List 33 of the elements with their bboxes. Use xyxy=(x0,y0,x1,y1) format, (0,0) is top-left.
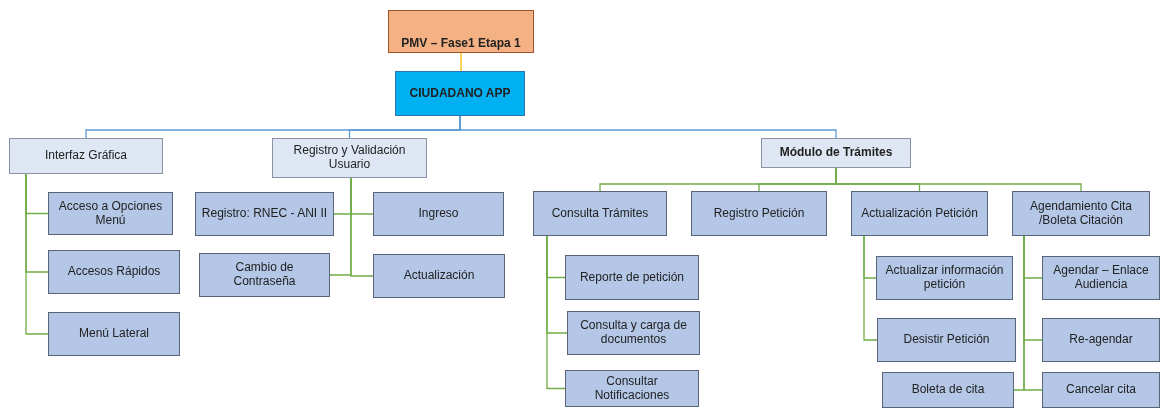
function-box: Cancelar cita xyxy=(1042,372,1160,408)
function-box: Accesos Rápidos xyxy=(48,250,180,294)
function-box: Reporte de petición xyxy=(565,255,699,300)
function-box: Menú Lateral xyxy=(48,312,180,356)
function-box: Registro: RNEC - ANI II xyxy=(195,192,334,236)
module-box: Registro y Validación Usuario xyxy=(272,138,427,178)
module-box: Módulo de Trámites xyxy=(761,138,911,168)
function-box: Actualización xyxy=(373,254,505,298)
module-box: Interfaz Gráfica xyxy=(9,138,163,174)
connector-line xyxy=(460,52,462,72)
function-box: Desistir Petición xyxy=(877,318,1016,362)
function-box: Acceso a Opciones Menú xyxy=(48,192,173,235)
function-box: Agendamiento Cita /Boleta Citación xyxy=(1012,191,1150,236)
connector-line xyxy=(459,115,837,139)
function-box: Consulta y carga de documentos xyxy=(567,311,700,355)
function-box: Registro Petición xyxy=(691,191,827,236)
function-box: Consultar Notificaciones xyxy=(565,370,699,407)
function-box: Re-agendar xyxy=(1042,318,1160,362)
root-box: CIUDADANO APP xyxy=(395,71,525,116)
function-box: Consulta Trámites xyxy=(533,191,667,236)
function-box: Actualización Petición xyxy=(851,191,988,236)
connector-line xyxy=(25,173,49,335)
connector-line xyxy=(835,167,1082,192)
function-box: Actualizar información petición xyxy=(876,256,1013,300)
function-box: Agendar – Enlace Audiencia xyxy=(1042,256,1160,300)
function-box: Ingreso xyxy=(373,192,504,236)
connector-line xyxy=(350,177,374,277)
function-box: Boleta de cita xyxy=(882,372,1014,408)
connector-line xyxy=(1013,235,1025,391)
connector-line xyxy=(863,235,878,341)
function-box: Cambio de Contraseña xyxy=(199,253,330,297)
connector-line xyxy=(546,235,566,390)
phase-box: PMV – Fase1 Etapa 1 xyxy=(388,10,534,53)
